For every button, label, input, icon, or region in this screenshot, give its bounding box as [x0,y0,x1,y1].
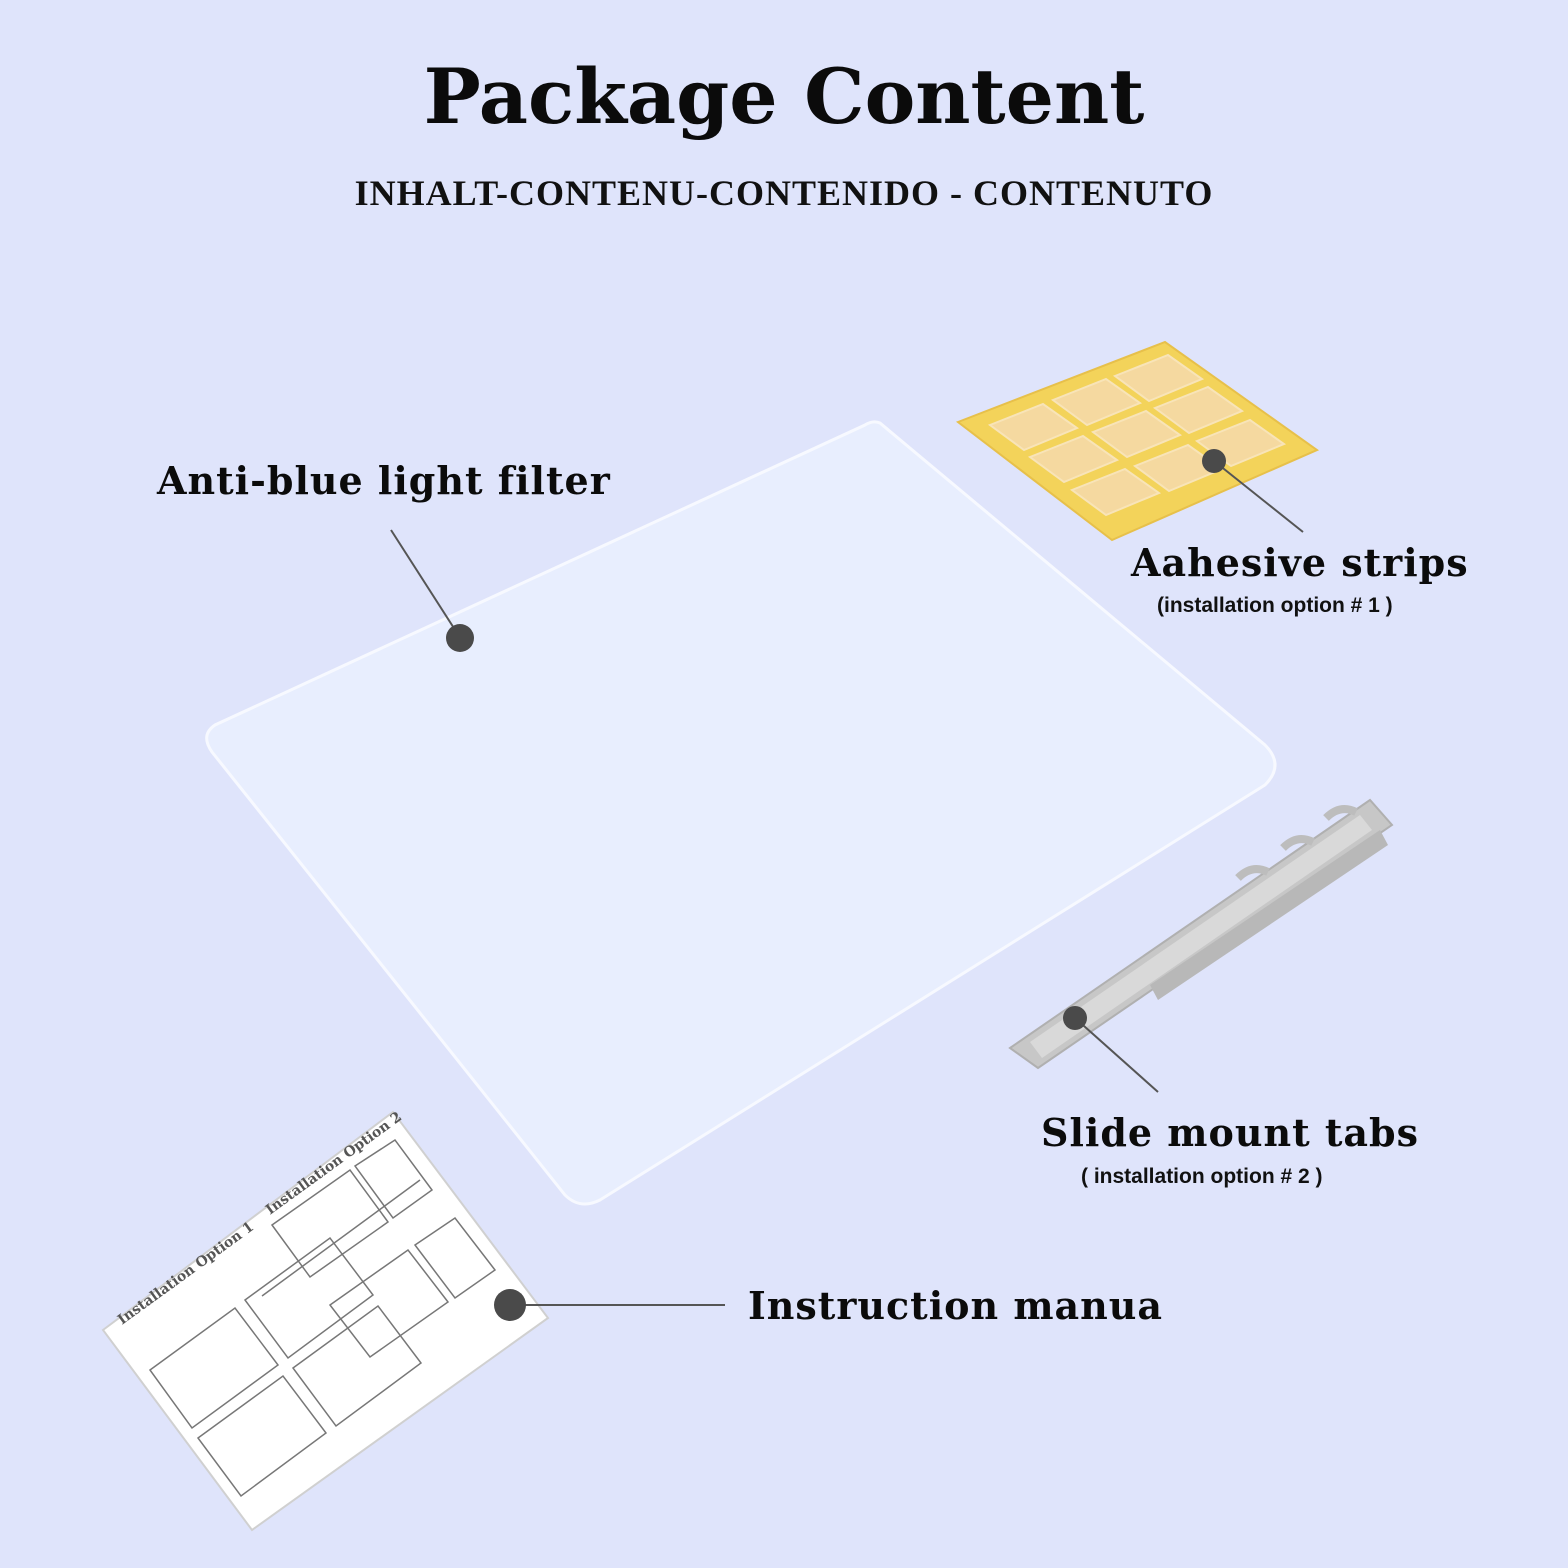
adhesive-marker-dot [1202,449,1226,473]
adhesive-note: (installation option # 1 ) [1157,594,1393,617]
manual-marker-dot [494,1289,526,1321]
filter-label: Anti-blue light filter [157,458,611,503]
leader-lines [390,460,1304,1306]
page-title: Package Content [423,52,1145,141]
manual-label: Instruction manua [748,1283,1164,1328]
filter-marker-dot [446,624,474,652]
marker-dots [446,449,1226,1321]
adhesive-strips-sheet [955,340,1320,542]
adhesive-label: Aahesive strips [1131,540,1469,585]
instruction-manual-card: Installation Option 1 Installation Optio… [101,1109,550,1532]
slide-marker-dot [1063,1006,1087,1030]
slide-label: Slide mount tabs [1041,1110,1420,1155]
slide-note: ( installation option # 2 ) [1081,1165,1323,1188]
slide-mount-tab [1008,798,1394,1070]
filter-sheet [205,420,1277,1206]
page-subtitle: INHALT-CONTENU-CONTENIDO - CONTENUTO [354,173,1214,213]
